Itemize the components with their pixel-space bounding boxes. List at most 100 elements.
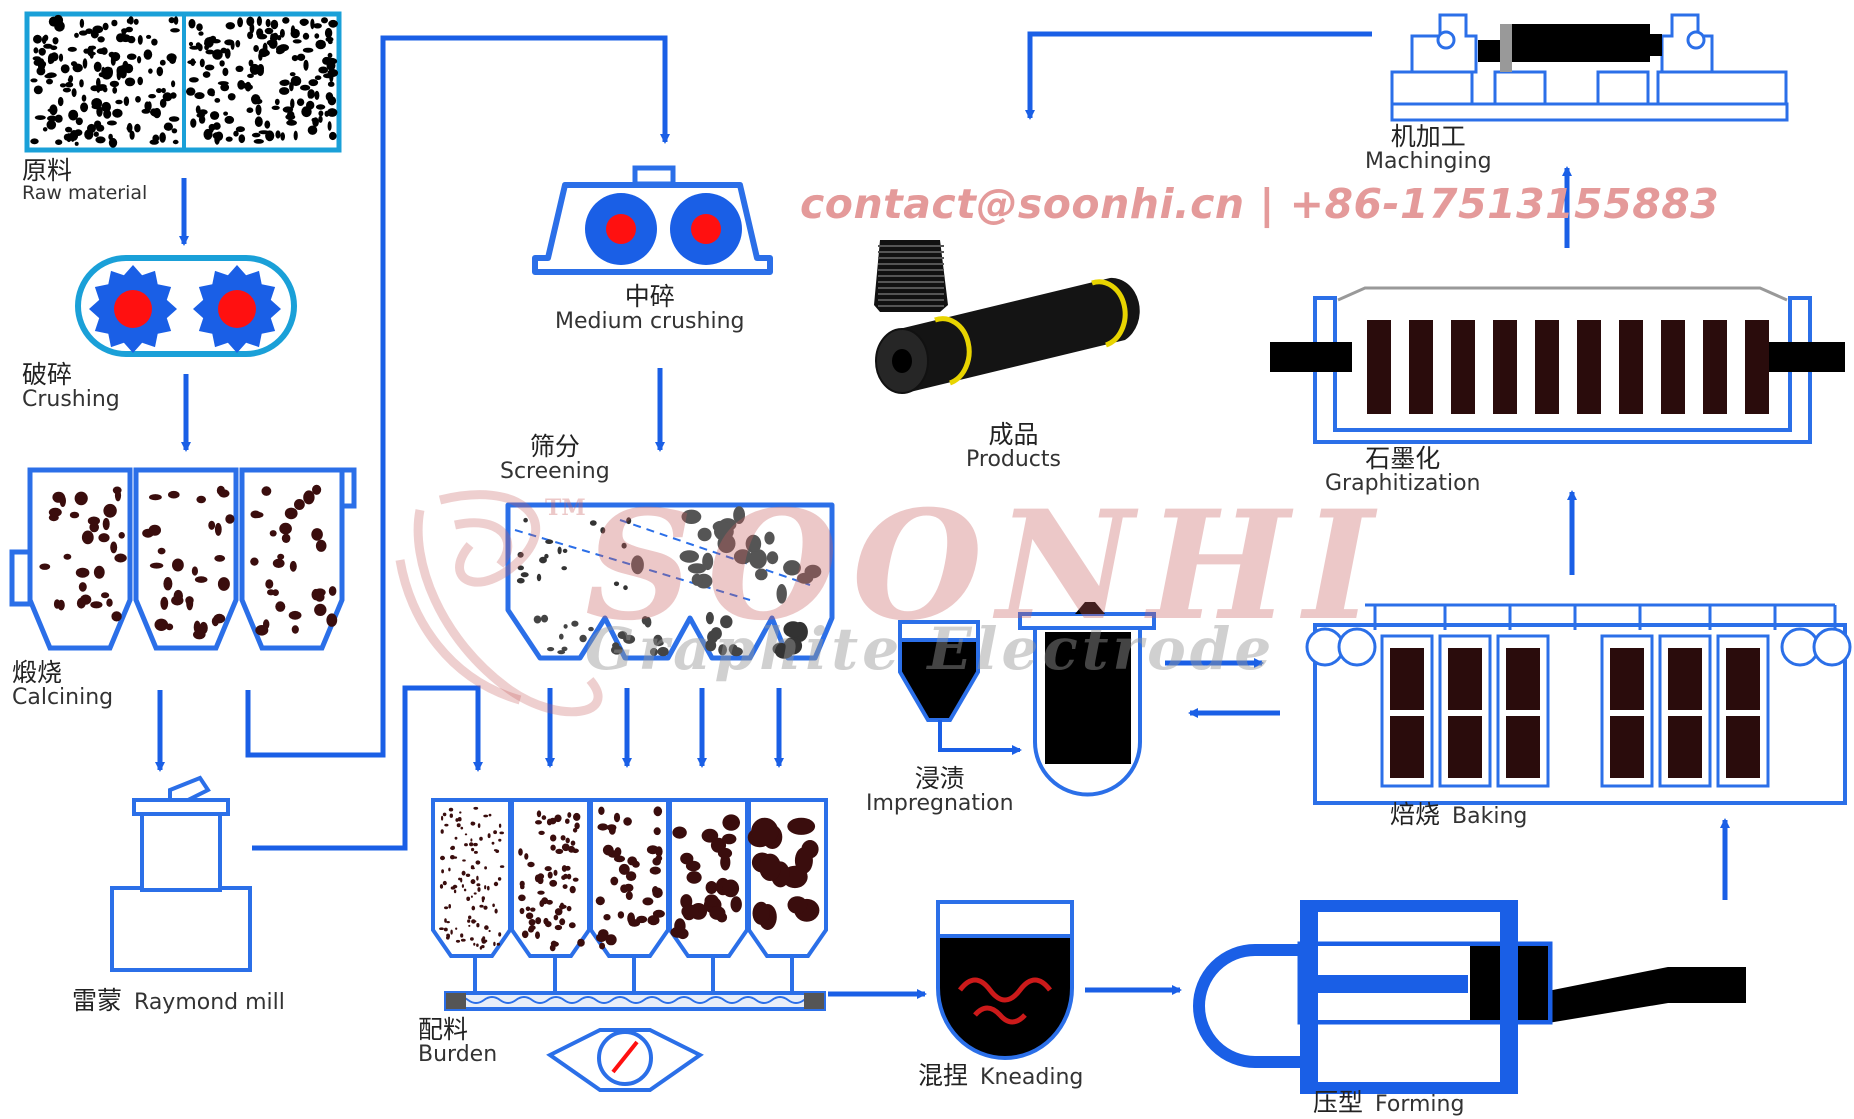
- burden-particle: [440, 855, 445, 861]
- burden-particle: [610, 876, 619, 886]
- burden-particle: [598, 806, 605, 815]
- raw-particle: [224, 39, 235, 46]
- raw-particle: [311, 117, 317, 123]
- raw-particle: [247, 31, 254, 40]
- label-raymond-mill-zh: 雷蒙: [72, 986, 123, 1015]
- raw-particle: [58, 53, 64, 62]
- raw-particle: [161, 87, 166, 94]
- burden-particle: [567, 812, 572, 818]
- burden-particle: [462, 859, 466, 862]
- raw-particle: [57, 96, 64, 107]
- raw-particle: [90, 30, 99, 39]
- calcined-particle: [57, 599, 65, 611]
- raw-particle: [303, 59, 309, 71]
- burden-particle: [479, 904, 484, 908]
- screen-particle: [687, 563, 707, 574]
- burden-particle: [545, 921, 552, 928]
- burden-particle: [554, 924, 563, 931]
- burden-particle: [672, 826, 687, 839]
- raw-particle: [326, 57, 338, 65]
- burden-particle: [448, 807, 454, 812]
- raw-particle: [59, 83, 67, 88]
- calcined-particle: [196, 495, 206, 504]
- raw-particle: [257, 63, 265, 73]
- screen-particle: [540, 614, 549, 623]
- burden-particle: [450, 886, 456, 890]
- raw-particle: [307, 89, 315, 99]
- raw-particle: [69, 130, 79, 141]
- burden-particle: [479, 836, 483, 841]
- raw-particle: [329, 131, 337, 141]
- screen-particle: [697, 527, 712, 542]
- burden-particle: [493, 881, 499, 887]
- screen-particle: [649, 647, 658, 656]
- burden-particle: [722, 833, 737, 845]
- raw-particle: [194, 92, 205, 100]
- raw-particle: [258, 52, 263, 61]
- burden-particle: [454, 836, 458, 840]
- calcined-particle: [101, 592, 110, 599]
- label-machining-en: Machinging: [1365, 149, 1492, 175]
- burden-particle: [493, 941, 496, 947]
- raw-particle: [126, 125, 133, 131]
- raw-particle: [115, 99, 123, 105]
- calcined-particle: [261, 486, 272, 496]
- burden-particle: [476, 923, 480, 928]
- screen-particle: [562, 548, 568, 554]
- raw-particle: [240, 83, 249, 89]
- calcined-particle: [149, 494, 162, 501]
- label-burden-en: Burden: [418, 1042, 498, 1068]
- calcined-particle: [81, 530, 94, 545]
- burden-particle: [541, 815, 547, 820]
- raw-particle: [222, 67, 229, 77]
- calcined-particle: [118, 532, 125, 539]
- raw-particle: [290, 25, 296, 36]
- screen-particle: [557, 546, 562, 555]
- calcined-particle: [110, 541, 118, 554]
- screen-particle: [561, 566, 567, 571]
- burden-particle: [470, 879, 476, 885]
- burden-particle: [473, 842, 478, 847]
- calcined-particle: [168, 490, 180, 499]
- baking-electrode: [1610, 716, 1644, 778]
- raw-particle: [190, 118, 197, 128]
- raw-particle: [247, 73, 254, 78]
- burden-particle: [553, 869, 558, 876]
- raw-particle: [62, 87, 71, 93]
- burden-particle: [496, 942, 501, 946]
- raw-particle: [75, 117, 83, 126]
- raw-particle: [204, 64, 215, 71]
- raw-particle: [256, 28, 264, 38]
- burden-particle: [623, 883, 634, 892]
- burden-particle: [549, 879, 558, 887]
- raw-particle: [128, 16, 134, 25]
- baking-electrode: [1668, 716, 1702, 778]
- raw-particle: [41, 35, 47, 45]
- baking-electrode: [1668, 648, 1702, 710]
- raw-particle: [159, 132, 166, 143]
- calcined-particle: [148, 524, 161, 536]
- burden-particle: [450, 929, 453, 935]
- burden-particle: [471, 847, 475, 852]
- baking-electrode: [1726, 716, 1760, 778]
- machining-lathe-icon: [1390, 13, 1789, 122]
- raw-particle: [96, 48, 107, 55]
- raw-particle: [210, 111, 220, 120]
- raw-particle: [255, 104, 262, 116]
- raw-particle: [279, 28, 285, 38]
- label-products: 成品 Products: [966, 420, 1061, 471]
- burden-particle: [475, 860, 481, 865]
- products-icon: [874, 240, 1140, 394]
- raw-particle: [282, 17, 290, 24]
- calcined-particle: [172, 558, 184, 572]
- label-products-zh: 成品: [988, 420, 1039, 449]
- burden-particle: [469, 842, 474, 847]
- screen-particle: [612, 642, 620, 649]
- burden-particle: [535, 917, 542, 925]
- calcined-particle: [208, 520, 216, 530]
- raw-particle: [173, 16, 179, 25]
- raw-particle: [290, 75, 302, 87]
- raw-particle: [235, 65, 244, 73]
